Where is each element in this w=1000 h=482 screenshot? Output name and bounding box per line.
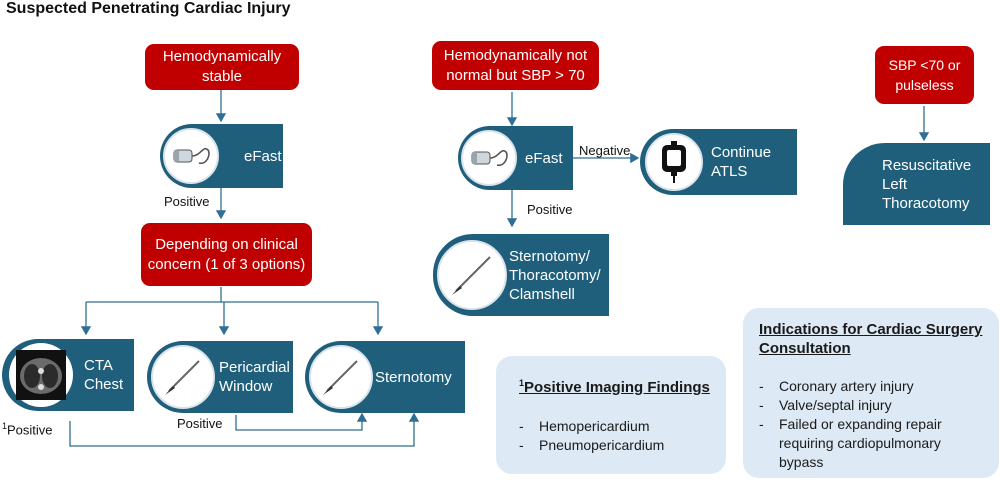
list-item: Hemopericardium [519,417,726,436]
imaging-findings-heading: 1Positive Imaging Findings [519,378,710,396]
list-item: Pneumopericardium [519,436,726,455]
cta-chest-label: CTA Chest [84,357,124,393]
depending-on-clinical-concern-node: Depending on clinical concern (1 of 3 op… [141,223,312,286]
list-item: Coronary artery injury [759,377,989,396]
ultrasound-probe-icon [461,130,517,186]
resuscitative-thoracotomy-node: Resuscitative Left Thoracotomy [843,143,990,225]
positive-label-2: Positive [527,202,573,217]
indications-cardiac-surgery-box: Indications for Cardiac Surgery Consulta… [743,308,999,478]
scalpel-icon [437,240,507,310]
page-title: Suspected Penetrating Cardiac Injury [6,0,291,17]
ct-scan-icon [9,343,73,407]
pericardial-window-label: Pericardial Window [219,359,290,395]
sternotomy-options-label: Sternotomy/ Thoracotomy/ Clamshell [509,247,601,303]
efast-label: eFast [525,149,563,167]
list-item: Valve/septal injury [759,396,989,415]
sternotomy-label: Sternotomy [375,368,452,386]
ultrasound-probe-icon [163,128,219,184]
scalpel-icon [309,345,373,409]
negative-label: Negative [579,143,631,158]
scalpel-icon [151,345,215,409]
resuscitative-label: Resuscitative Left Thoracotomy [882,156,972,212]
list-item: Failed or expanding repair requiring car… [759,415,989,472]
positive-imaging-findings-box: 1Positive Imaging Findings Hemopericardi… [496,356,726,474]
efast-label: eFast [244,147,282,165]
iv-bag-icon [645,133,703,191]
indications-heading: Indications for Cardiac Surgery Consulta… [759,321,983,357]
hemodynamically-not-normal-node: Hemodynamically not normal but SBP > 70 [432,41,599,90]
positive-label-window: Positive [177,416,223,431]
hemodynamically-stable-node: Hemodynamically stable [145,44,299,90]
positive-label-cta: 1Positive [2,421,53,438]
sbp-below-70-node: SBP <70 or pulseless [875,46,974,104]
continue-atls-label: Continue ATLS [711,144,772,180]
positive-label-1: Positive [164,194,210,209]
